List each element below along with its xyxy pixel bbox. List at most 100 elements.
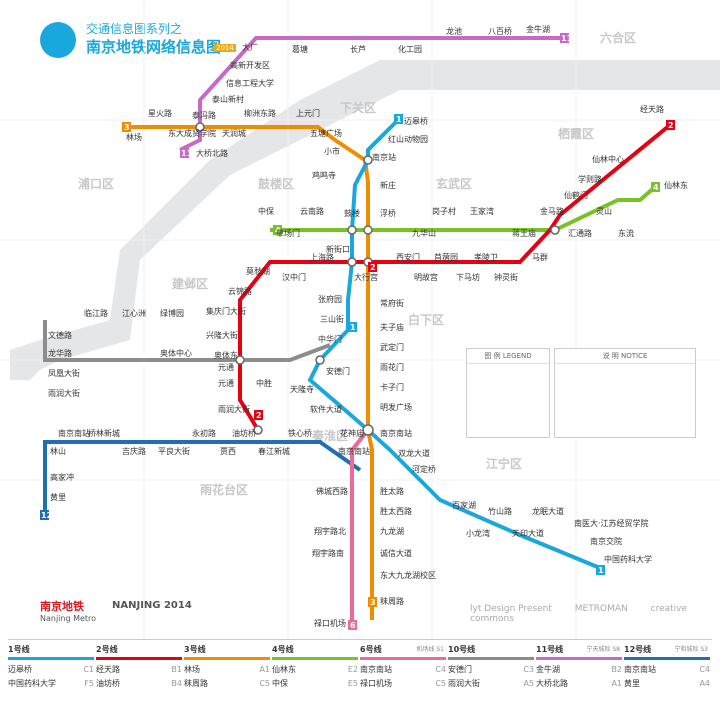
grid-code: B2 — [611, 665, 622, 674]
credits: lyt Design Present METROMAN creative com… — [470, 604, 720, 624]
station-label: 泰冯路 — [192, 110, 216, 120]
svg-text:1: 1 — [350, 323, 356, 332]
grid-code: B1 — [171, 665, 182, 674]
station-label: 钟灵街 — [494, 272, 518, 282]
legend-terminal: 雨润大街 A5 — [448, 677, 534, 691]
station-label: 贾西 — [220, 447, 236, 456]
station-label: 佛城西路 — [316, 486, 348, 496]
grid-code: A4 — [699, 679, 710, 688]
legend-line-name: 11号线 — [536, 644, 622, 660]
station-label: 天润城 — [222, 128, 246, 138]
station-label: 绿博园 — [160, 308, 184, 318]
station-label: 天隆寺 — [290, 384, 314, 394]
line-badges: 3 11 11 2 4 4 1 1 1 2 2 3 12 6 — [40, 33, 675, 630]
station-label: 天印大道 — [512, 528, 544, 538]
station-label: 奥体东 — [214, 350, 238, 360]
station-label: 兴隆大街 — [206, 330, 238, 340]
station-label: 九龙湖 — [380, 526, 404, 536]
station-label: 王家湾 — [470, 206, 494, 216]
terminal-name: 中保 — [272, 679, 288, 688]
svg-text:2: 2 — [668, 121, 674, 130]
district-label: 江宁区 — [486, 456, 522, 471]
legend-line-note: 机场线 S1 — [416, 646, 444, 653]
station-label: 小龙湾 — [466, 528, 490, 538]
terminal-name: 雨润大街 — [448, 679, 480, 688]
youth-games-logo: NANJING 2014 — [112, 600, 192, 611]
station-label: 夫子庙 — [380, 322, 404, 332]
station-label: 中国药科大学 — [604, 554, 652, 564]
metroman-credit: METROMAN — [574, 604, 628, 614]
station-label: 南京站 — [372, 152, 396, 162]
legend-line-name: 12号线 — [624, 644, 710, 660]
line-2-path — [238, 123, 672, 432]
station-label: 南京南站 — [380, 428, 412, 438]
station-label: 龙眠大道 — [532, 506, 564, 516]
station-label: 桥林新城 — [88, 428, 120, 438]
terminal-name: 南京南站 — [360, 665, 392, 674]
map-subtitle: 交通信息图系列之 — [86, 22, 183, 36]
station-label: 九华山 — [412, 228, 436, 238]
grid-code: C5 — [259, 679, 270, 688]
station-label: 苜蓿园 — [434, 252, 458, 262]
station-label: 林场 — [126, 132, 142, 142]
station-label: 奥体中心 — [160, 348, 192, 358]
station-label: 八百桥 — [488, 26, 512, 36]
station-label: 南医大·江苏经贸学院 — [574, 518, 649, 528]
legend-line-name: 4号线 — [272, 644, 358, 660]
station-label: 大行宫 — [354, 272, 378, 282]
station-label: 信息工程大学 — [226, 78, 274, 88]
terminal-name: 林场 — [184, 665, 200, 674]
grid-code: A5 — [523, 679, 534, 688]
district-label: 鼓楼区 — [258, 176, 294, 191]
station-label: 江心洲 — [122, 309, 146, 318]
station-label: 五塘广场 — [310, 128, 342, 138]
station-label: 红山动物园 — [388, 134, 428, 144]
nanjing-metro-brand: 南京地铁 Nanjing Metro — [40, 598, 96, 623]
svg-text:4: 4 — [275, 226, 281, 235]
station-label: 花神庙 — [340, 428, 364, 438]
metro-map: 六合区 栖霞区 浦口区 鼓楼区 玄武区 下关区 建邺区 白下区 秦淮区 江宁区 … — [0, 0, 720, 640]
title-logo-icon — [40, 22, 76, 58]
station-label: 新街口 — [326, 244, 350, 254]
station-label: 化工园 — [398, 44, 422, 54]
legend-line-name: 2号线 — [96, 644, 182, 660]
legend-line-name: 3号线 — [184, 644, 270, 660]
station-label: 黄里 — [50, 492, 66, 502]
grid-code: E2 — [347, 665, 358, 674]
station-label: 双龙大道 — [398, 448, 430, 458]
designer-credit: lyt Design Present — [470, 604, 552, 614]
station-label: 临江路 — [84, 308, 108, 318]
line-S1-path — [350, 428, 370, 622]
grid-code: A1 — [611, 679, 622, 688]
station-label: 孝陵卫 — [474, 253, 498, 262]
svg-text:12: 12 — [41, 511, 52, 520]
station-label: 安德门 — [326, 366, 350, 376]
interchange-nodes — [195, 122, 560, 436]
district-label: 玄武区 — [436, 176, 472, 191]
station-label: 高新开发区 — [230, 60, 270, 70]
station-label: 胜太西路 — [380, 506, 412, 516]
legend-panel-title: 图 例 LEGEND — [467, 349, 549, 364]
district-label: 雨花台区 — [200, 482, 248, 497]
line-4-path — [270, 185, 657, 232]
station-label: 卡子门 — [380, 382, 404, 392]
station-label: 浮桥 — [380, 208, 396, 218]
year-badge: 2014 — [214, 44, 236, 52]
station-label: 经天路 — [640, 104, 664, 114]
terminal-name: 大桥北路 — [536, 679, 568, 688]
station-label: 铁心桥 — [288, 428, 312, 438]
grid-code: E5 — [347, 679, 358, 688]
station-label: 大桥北路 — [196, 148, 228, 158]
svg-text:1: 1 — [598, 566, 604, 575]
terminal-name: 迈皋桥 — [8, 665, 32, 674]
station-label: 西安门 — [396, 252, 420, 262]
